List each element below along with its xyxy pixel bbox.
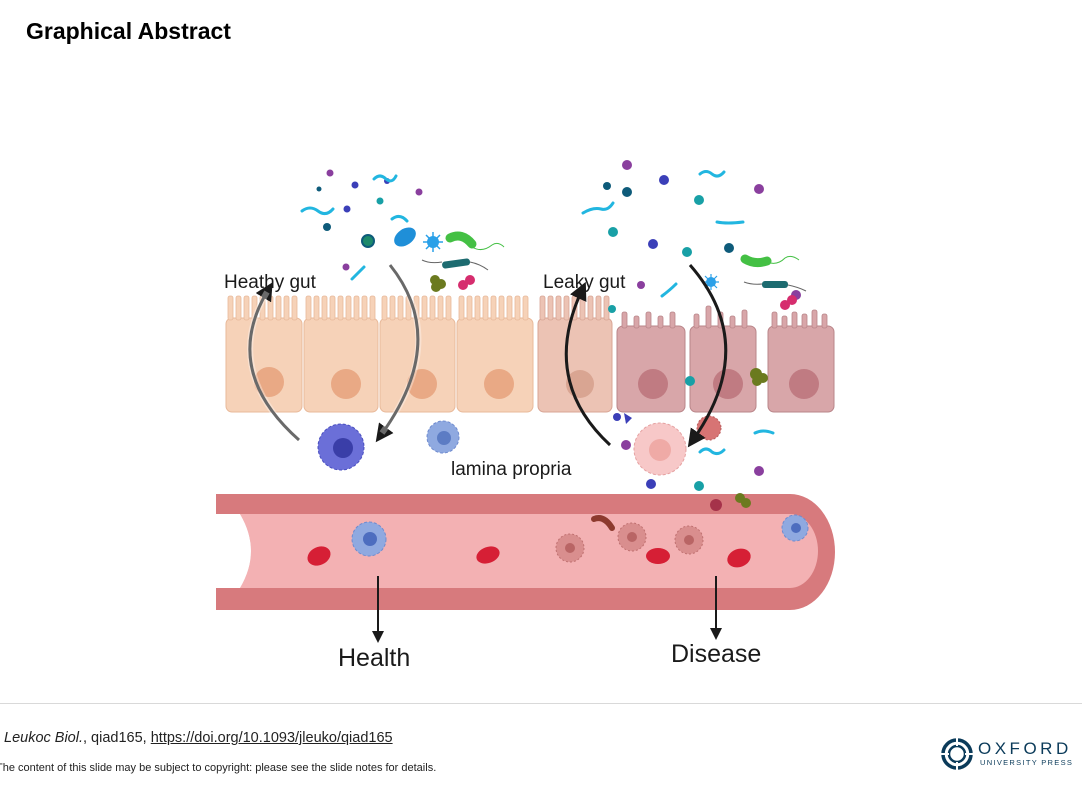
healthy-gut-label: Heathy gut (224, 272, 317, 293)
red-blood-cells (307, 499, 751, 568)
leaky-downward-arrow (687, 264, 728, 448)
healthy-epithelium (225, 295, 534, 413)
article-id: , qiad165, (83, 730, 151, 746)
outcome-arrows (372, 576, 722, 643)
journal-name: Leukoc Biol. (4, 730, 83, 746)
virus-icon (423, 232, 719, 290)
disease-label: Disease (671, 640, 761, 668)
page-title: Graphical Abstract (26, 18, 231, 44)
oxford-emblem-icon (941, 738, 973, 770)
healthy-downward-arrow (375, 264, 420, 443)
footer-divider (0, 703, 1082, 704)
health-label: Health (338, 644, 410, 672)
oxford-university-press-logo: OXFORD UNIVERSITY PRESS (940, 737, 1075, 773)
graphical-abstract-diagram: Heathy gut Leaky gut lamina propria Heal… (216, 160, 835, 672)
copyright-notice: The content of this slide may be subject… (0, 762, 437, 774)
lamina-propria-label: lamina propria (451, 459, 572, 480)
microbes (300, 160, 807, 508)
leaky-gut-label: Leaky gut (543, 272, 626, 293)
citation: Leukoc Biol., qiad165, https://doi.org/1… (4, 730, 393, 746)
leaky-epithelium (537, 295, 835, 413)
leaky-upward-arrow (564, 281, 612, 447)
oxford-wordmark: OXFORD (978, 739, 1072, 758)
university-press-wordmark: UNIVERSITY PRESS (980, 758, 1074, 767)
flow-arrows (248, 264, 728, 448)
doi-link[interactable]: https://doi.org/10.1093/jleuko/qiad165 (150, 730, 393, 746)
healthy-upward-arrow (248, 282, 300, 442)
